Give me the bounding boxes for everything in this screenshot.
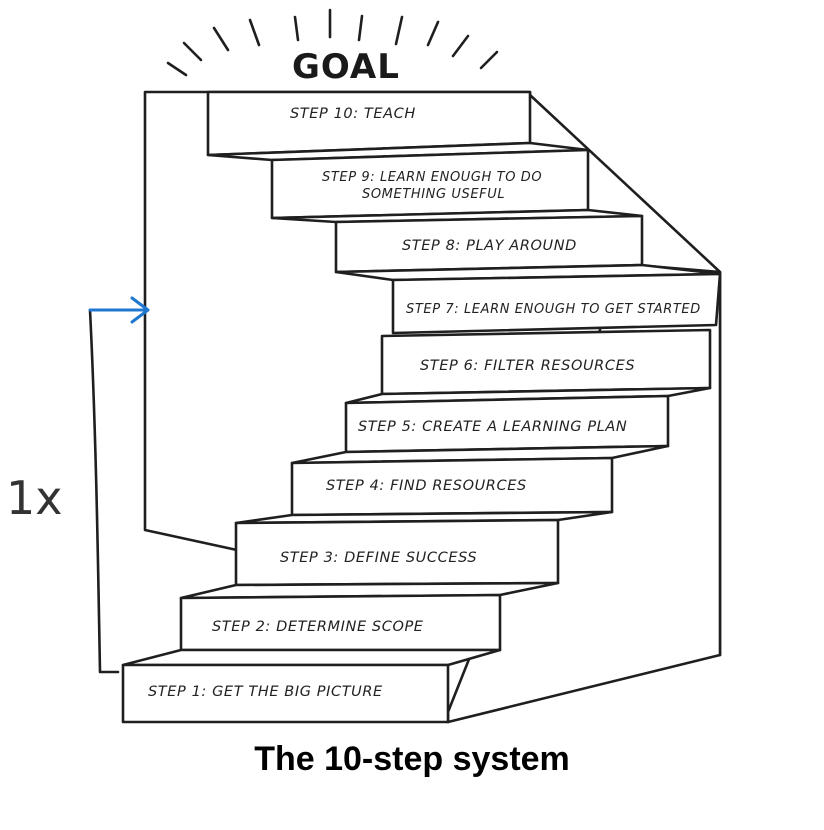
goal-burst-rays	[166, 8, 499, 77]
step-9-label: STEP 9: LEARN ENOUGH TO DO	[322, 170, 542, 185]
step-6: STEP 6: FILTER RESOURCES	[380, 328, 712, 396]
step-6-label: STEP 6: FILTER RESOURCES	[420, 358, 635, 374]
step-8-label: STEP 8: PLAY AROUND	[402, 238, 577, 254]
step-7: STEP 7: LEARN ENOUGH TO GET STARTED	[334, 263, 722, 335]
diagram-caption: The 10-step system	[254, 740, 570, 778]
step-10-label: STEP 10: TEACH	[290, 106, 416, 122]
step-4-label: STEP 4: FIND RESOURCES	[326, 478, 527, 494]
step-7-label: STEP 7: LEARN ENOUGH TO GET STARTED	[406, 302, 701, 317]
step-10: STEP 10: TEACH	[206, 90, 532, 157]
step-1-label: STEP 1: GET THE BIG PICTURE	[148, 684, 383, 700]
step-3-label: STEP 3: DEFINE SUCCESS	[280, 550, 477, 566]
step-2-label: STEP 2: DETERMINE SCOPE	[212, 619, 424, 635]
step-4: STEP 4: FIND RESOURCES	[290, 444, 670, 517]
step-9-label-line2: SOMETHING USEFUL	[362, 187, 505, 202]
repeat-bracket	[88, 308, 120, 674]
repeat-arrow	[88, 296, 150, 324]
step-5-label: STEP 5: CREATE A LEARNING PLAN	[358, 419, 627, 435]
step-3: STEP 3: DEFINE SUCCESS	[234, 510, 614, 587]
step-8: STEP 8: PLAY AROUND	[270, 208, 644, 274]
repeat-count-label: 1x	[6, 471, 63, 525]
step-1: STEP 1: GET THE BIG PICTURE	[121, 648, 502, 724]
goal-label: GOAL	[292, 47, 400, 87]
step-5: STEP 5: CREATE A LEARNING PLAN	[344, 386, 712, 454]
